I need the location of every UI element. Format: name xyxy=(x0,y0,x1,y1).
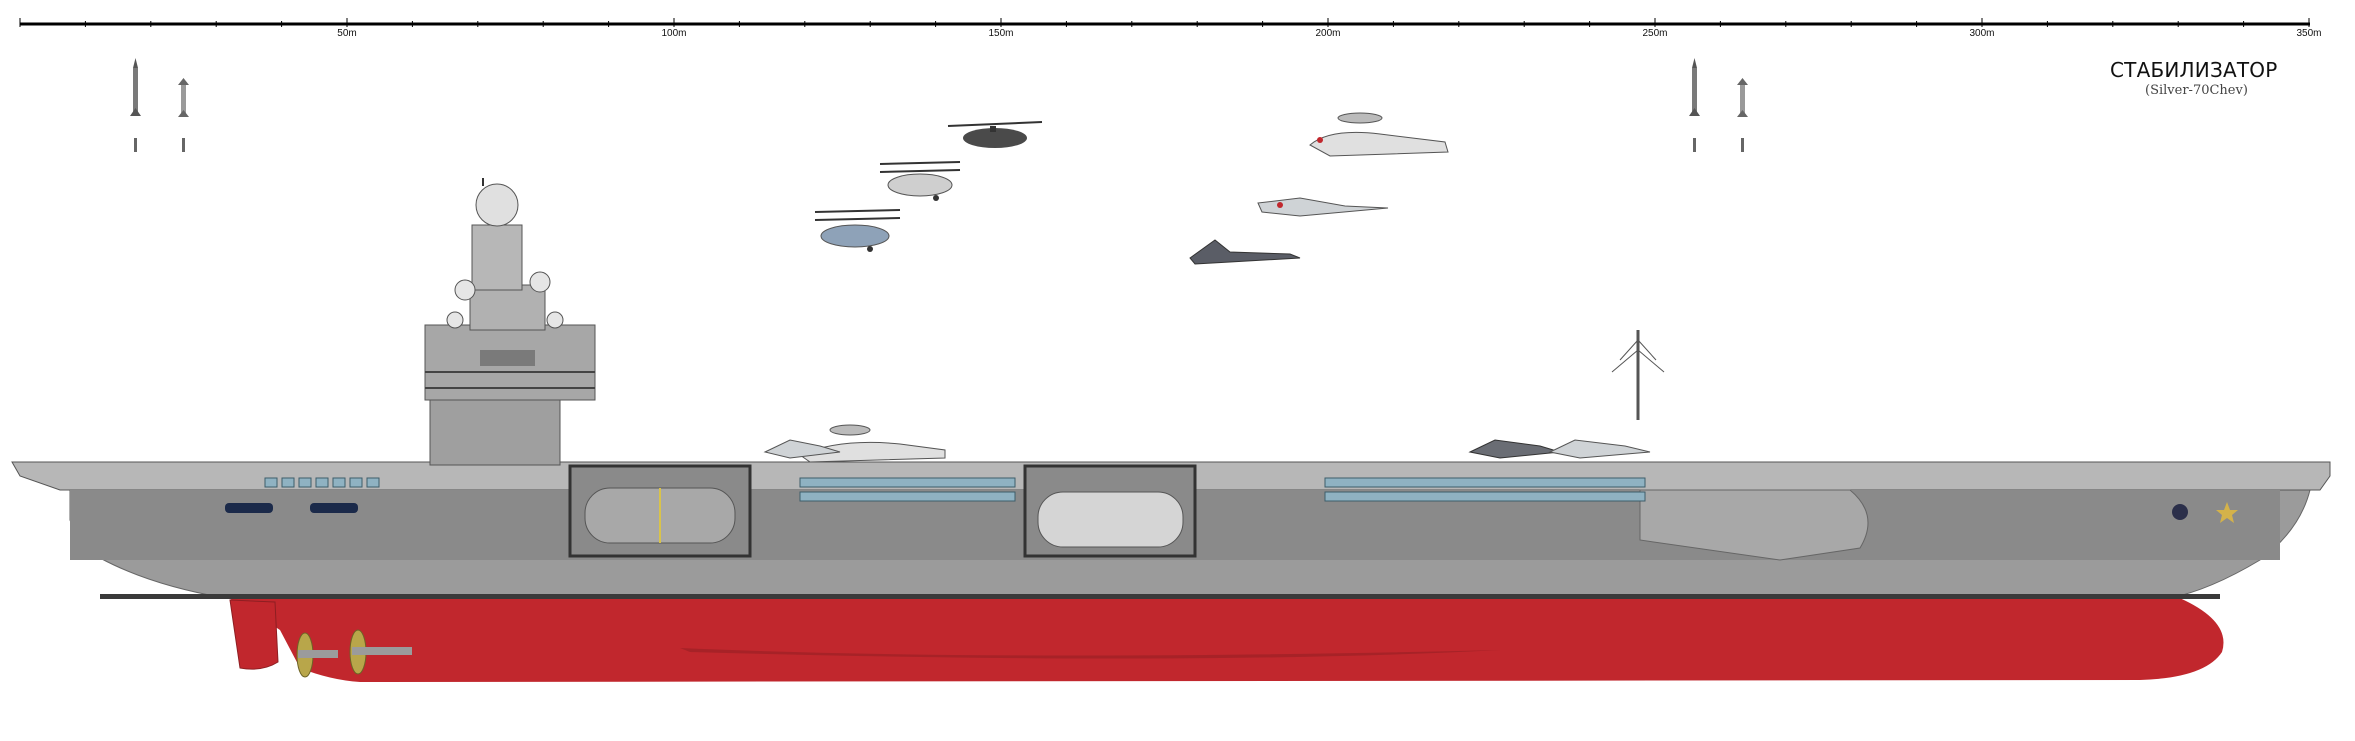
missile-icon xyxy=(1737,78,1748,152)
deck-aircraft-icon xyxy=(763,439,841,459)
propeller-icon xyxy=(296,632,338,678)
helicopter-icon xyxy=(947,121,1043,148)
scale-label: 50m xyxy=(337,28,357,39)
hull-underwater xyxy=(225,596,2224,682)
author-credit: (Silver-70Chev) xyxy=(2145,83,2248,98)
scale-label: 250m xyxy=(1642,28,1668,39)
window-row xyxy=(1324,477,1646,502)
deck-aircraft-icon xyxy=(798,424,946,463)
hangar-aircraft-icon xyxy=(225,503,358,513)
sponson xyxy=(1639,489,1869,561)
fighter-jet-icon xyxy=(1257,197,1389,217)
scale-label: 150m xyxy=(988,28,1014,39)
missile-icon xyxy=(130,58,141,152)
propeller-icon xyxy=(349,629,412,675)
missile-icon xyxy=(1689,58,1700,152)
fighter-jet-icon xyxy=(1189,239,1301,265)
rudder xyxy=(229,599,279,670)
deck-aircraft-icon xyxy=(1548,439,1651,459)
antenna-mast xyxy=(1611,330,1665,420)
scale-label: 350m xyxy=(2296,28,2322,39)
boot-topping xyxy=(100,594,2220,599)
aircraft-elevator xyxy=(1023,464,1197,558)
helicopter-icon xyxy=(814,209,901,252)
missile-icon xyxy=(178,78,189,152)
helicopter-icon xyxy=(879,161,961,201)
ship-title: СТАБИЛИЗАТОР xyxy=(2110,58,2278,82)
hull-underwater-shadow xyxy=(680,648,1500,659)
star-icon xyxy=(2216,502,2238,523)
window-row xyxy=(799,477,1016,502)
awacs-aircraft-icon xyxy=(1309,112,1449,157)
aircraft-elevator xyxy=(568,464,752,558)
window-row xyxy=(264,477,380,488)
radar-dome-icon xyxy=(475,183,519,227)
island-superstructure xyxy=(424,178,596,466)
scale-label: 300m xyxy=(1969,28,1995,39)
scale-ticks xyxy=(19,18,2310,27)
scale-label: 200m xyxy=(1315,28,1341,39)
scale-bar: 50m 100m 150m 200m 250m 300m 350m xyxy=(0,0,2355,50)
scale-bar-ruler xyxy=(19,18,2310,27)
emblem-icon xyxy=(2172,504,2188,520)
deck-aircraft-icon xyxy=(1468,439,1561,459)
scale-label: 100m xyxy=(661,28,687,39)
